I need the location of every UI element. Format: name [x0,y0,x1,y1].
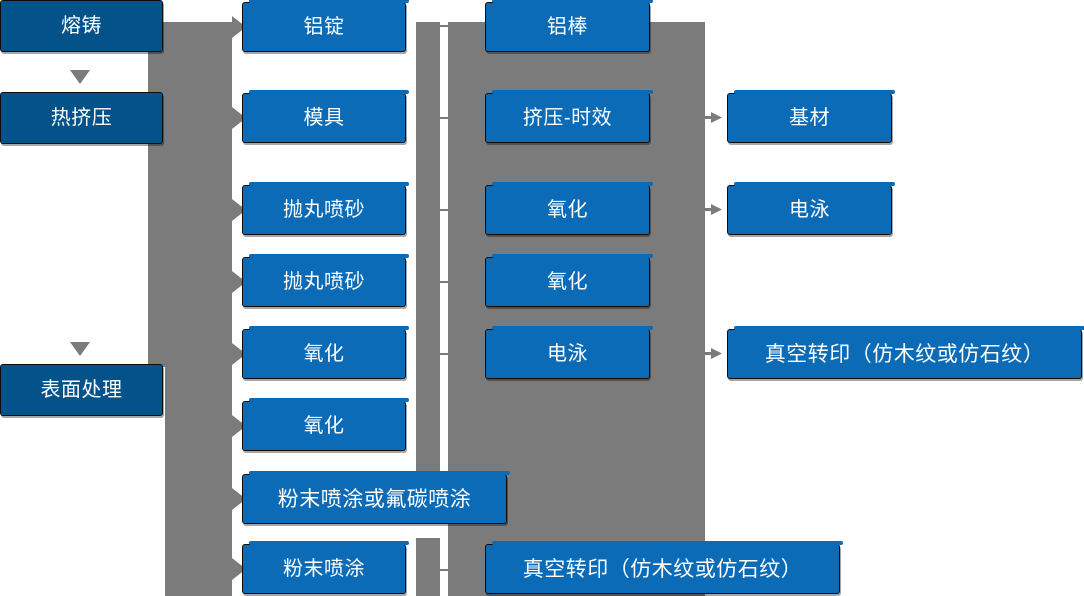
process-box-powder-coating[interactable]: 粉末喷涂 [242,541,409,594]
arrow-right-icon [228,22,240,31]
stage-label: 表面处理 [40,379,123,401]
arrow-to-vacuum-transfer [700,348,722,359]
process-box-aluminium-ingot[interactable]: 铝锭 [242,0,409,52]
connector-tick [438,281,450,283]
process-box-substrate[interactable]: 基材 [727,90,895,143]
stage-box-hot-extrusion[interactable]: 热挤压 [0,92,163,144]
process-label: 粉末喷涂或氟碳喷涂 [277,487,472,511]
arrow-right-icon [228,205,240,214]
process-box-oxidation-2[interactable]: 氧化 [242,398,409,451]
connector-main-trunk [165,22,232,596]
stage-label: 熔铸 [61,15,102,37]
process-box-electrophoresis-1[interactable]: 电泳 [485,326,653,379]
process-label: 铝棒 [547,16,588,38]
process-label: 挤压-时效 [522,107,613,129]
process-label: 氧化 [303,415,345,437]
process-label: 电泳 [789,199,830,221]
process-label: 电泳 [547,343,588,365]
connector-tick [438,209,450,211]
process-label: 真空转印（仿木纹或仿石纹） [522,557,803,581]
arrow-down-icon [70,342,90,356]
process-box-oxidation-1[interactable]: 氧化 [242,326,409,379]
process-label: 基材 [789,107,830,129]
process-box-extrusion-aging[interactable]: 挤压-时效 [485,90,653,143]
arrow-to-electrophoresis [700,204,722,215]
process-box-electrophoresis-2[interactable]: 电泳 [727,182,895,235]
process-box-aluminium-bar[interactable]: 铝棒 [485,0,653,52]
process-label: 模具 [303,107,345,129]
arrow-right-icon [228,494,240,503]
process-box-shot-blasting-1[interactable]: 抛丸喷砂 [242,182,409,235]
process-label: 真空转印（仿木纹或仿石纹） [764,342,1045,366]
connector-narrow-lower [416,538,440,596]
arrow-right-icon [228,349,240,358]
process-box-oxidation-4[interactable]: 氧化 [485,254,653,307]
process-label: 粉末喷涂 [283,558,365,580]
process-box-mould[interactable]: 模具 [242,90,409,143]
arrow-right-icon [228,277,240,286]
process-box-shot-blasting-2[interactable]: 抛丸喷砂 [242,254,409,307]
process-label: 抛丸喷砂 [283,199,365,221]
connector-tick [438,117,450,119]
arrow-right-icon [228,564,240,573]
process-label: 铝锭 [303,16,345,38]
process-box-oxidation-3[interactable]: 氧化 [485,182,653,235]
connector-tick [438,353,450,355]
connector-tick [438,25,450,27]
connector-tick [438,569,450,571]
arrow-to-substrate [700,112,722,123]
process-box-powder-or-fluorocarbon-coating[interactable]: 粉末喷涂或氟碳喷涂 [242,471,510,524]
process-label: 氧化 [547,271,588,293]
process-label: 氧化 [547,199,588,221]
connector-narrow-upper [416,22,440,520]
process-label: 氧化 [303,343,345,365]
process-box-vacuum-transfer-1[interactable]: 真空转印（仿木纹或仿石纹） [485,541,843,594]
process-label: 抛丸喷砂 [283,271,365,293]
stage-label: 热挤压 [50,107,113,129]
arrow-right-icon [228,421,240,430]
stage-box-surface-treatment[interactable]: 表面处理 [0,364,163,416]
arrow-right-icon [228,113,240,122]
stage-box-melt-casting[interactable]: 熔铸 [0,0,163,52]
process-box-vacuum-transfer-2[interactable]: 真空转印（仿木纹或仿石纹） [727,326,1084,379]
arrow-down-icon [70,70,90,84]
